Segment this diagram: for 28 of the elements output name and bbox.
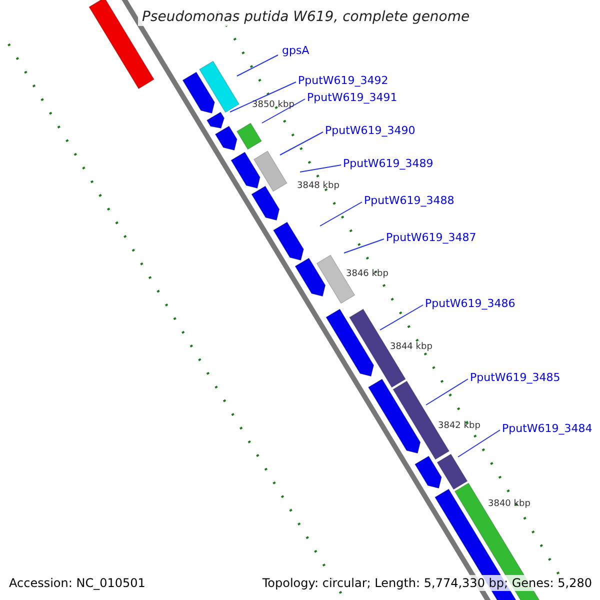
gene-label: PputW619_3487 xyxy=(386,231,476,244)
scale-label: 3850 kbp xyxy=(252,100,294,111)
leader-line xyxy=(426,378,468,406)
leader-line xyxy=(236,54,278,76)
footer-text: Topology: circular; Length: 5,774,330 bp; Genes: 5,280 xyxy=(262,575,592,591)
gene-label: PputW619_3484 xyxy=(502,422,592,435)
leader-line xyxy=(230,82,296,112)
gene-label: PputW619_3492 xyxy=(298,74,388,87)
leader-line xyxy=(280,132,324,156)
leader-line xyxy=(458,430,500,458)
scale-label: 3840 kbp xyxy=(488,499,530,510)
gene-label: PputW619_3489 xyxy=(343,157,434,170)
gene-label: PputW619_3485 xyxy=(470,371,560,384)
scale-label: 3848 kbp xyxy=(297,181,340,192)
scale-label: 3844 kbp xyxy=(390,342,432,353)
gene-label: PputW619_3490 xyxy=(325,124,416,137)
leader-line xyxy=(380,304,424,330)
leader-line xyxy=(320,202,362,226)
gene-label: PputW619_3491 xyxy=(307,91,398,104)
footer-text: Accession: NC_010501 xyxy=(9,575,146,591)
gene-label: gpsA xyxy=(282,44,310,57)
leader-line xyxy=(262,98,306,124)
gene-label: PputW619_3486 xyxy=(425,297,516,310)
scale-label: 3846 kbp xyxy=(346,269,388,280)
leader-line xyxy=(300,164,342,172)
gene-label: PputW619_3488 xyxy=(364,194,454,207)
leader-line xyxy=(344,238,384,254)
scale-label: 3842 kbp xyxy=(438,421,480,432)
